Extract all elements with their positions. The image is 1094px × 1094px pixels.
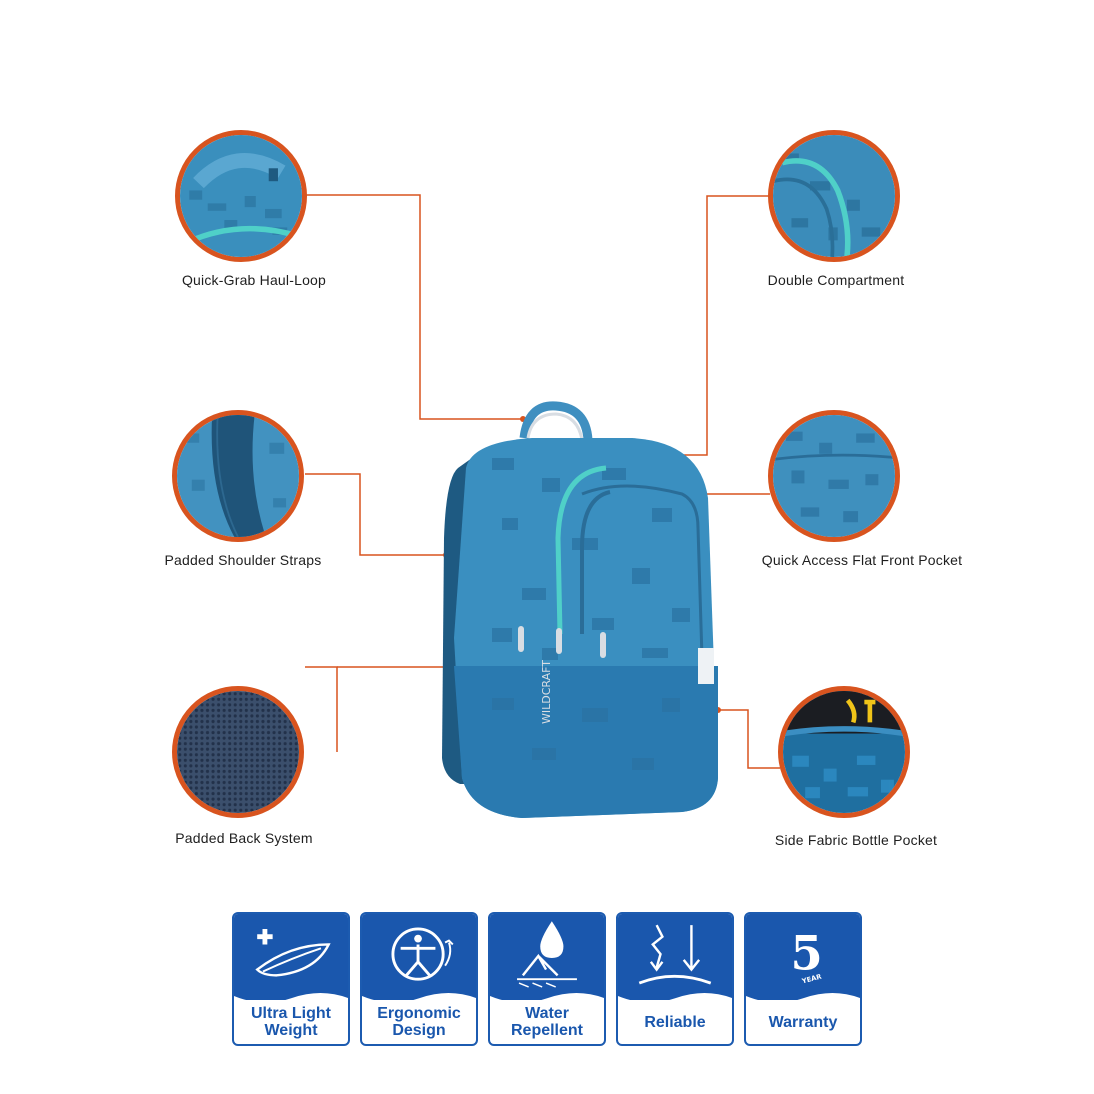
- label-bottle-pocket: Side Fabric Bottle Pocket: [774, 832, 938, 848]
- badge-label-water: Water Repellent: [510, 1005, 583, 1039]
- warranty-5-year-icon: 5 YEAR: [790, 926, 823, 986]
- detail-bubble-shoulder-straps: [172, 410, 304, 542]
- brand-text: WILDCRAFT: [540, 660, 553, 724]
- badge-warranty: 5 YEAR Warranty: [744, 912, 862, 1046]
- badge-label-warranty: Warranty: [768, 1013, 838, 1031]
- connector-bottle-pocket: [718, 709, 780, 769]
- ergonomic-icon: [391, 927, 454, 981]
- feather-icon: [255, 928, 331, 977]
- label-shoulder-straps: Padded Shoulder Straps: [164, 552, 322, 568]
- badge-label-reliable: Reliable: [644, 1013, 706, 1031]
- badge-water: Water Repellent: [488, 912, 606, 1046]
- connector-shoulder-straps: [305, 473, 446, 556]
- connector-back-system: [305, 666, 338, 752]
- badge-label-ergonomic: Ergonomic Design: [377, 1005, 461, 1039]
- detail-bubble-double-compartment: [768, 130, 900, 262]
- reliable-arrows-icon: [638, 924, 712, 985]
- badge-reliable: Reliable: [616, 912, 734, 1046]
- warranty-years: 5: [790, 926, 822, 981]
- detail-bubble-haul-loop: [175, 130, 307, 262]
- detail-bubble-front-pocket: [768, 410, 900, 542]
- detail-bubble-back-system: [172, 686, 304, 818]
- label-haul-loop: Quick-Grab Haul-Loop: [181, 272, 327, 288]
- label-double-compartment: Double Compartment: [767, 272, 905, 288]
- water-drop-icon: [517, 921, 577, 988]
- badge-label-ultra-light: Ultra Light Weight: [251, 1005, 331, 1039]
- label-back-system: Padded Back System: [175, 830, 313, 846]
- label-front-pocket: Quick Access Flat Front Pocket: [761, 552, 963, 568]
- detail-bubble-bottle-pocket: [778, 686, 910, 818]
- connector-haul-loop: [305, 194, 523, 420]
- backpack-image: WILDCRAFT: [432, 398, 722, 828]
- badge-ergonomic: Ergonomic Design: [360, 912, 478, 1046]
- badge-ultra-light: Ultra Light Weight: [232, 912, 350, 1046]
